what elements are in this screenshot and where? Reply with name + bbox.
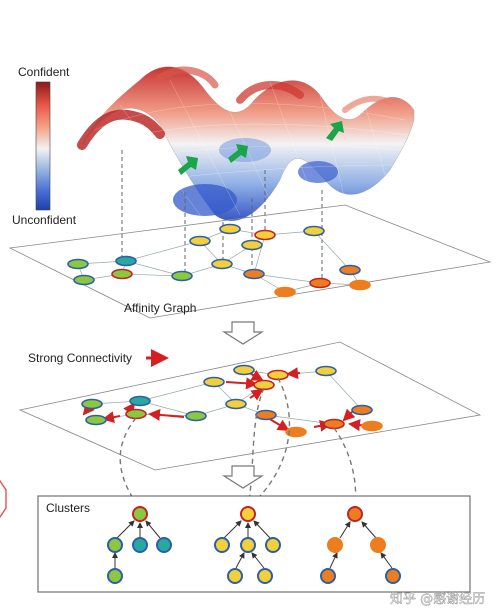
projection-lines: [121, 150, 323, 280]
connectivity-panel: Strong Connectivity: [18, 341, 482, 471]
watermark-text: 知乎 @感谢经历: [390, 591, 485, 607]
colorbar: Confident Unconfident: [12, 65, 77, 227]
colorbar-gradient: [35, 81, 51, 211]
strong-connectivity-label: Strong Connectivity: [28, 351, 132, 365]
edge-decoration-hexagon: [0, 479, 7, 519]
confidence-surface: [77, 66, 415, 221]
colorbar-bottom-label: Unconfident: [12, 213, 77, 227]
cluster-nodes: [107, 506, 401, 584]
colorbar-top-label: Confident: [18, 65, 70, 79]
cluster-edges: [112, 520, 393, 569]
clusters-panel: Clusters: [37, 495, 471, 593]
affinity-graph-label: Affinity Graph: [124, 301, 196, 315]
clusters-title: Clusters: [46, 501, 90, 515]
affinity-graph-panel: Affinity Graph: [8, 204, 492, 319]
down-arrow-2: [221, 465, 265, 489]
ascent-arrows: [178, 121, 344, 175]
down-arrow-1: [221, 321, 265, 345]
